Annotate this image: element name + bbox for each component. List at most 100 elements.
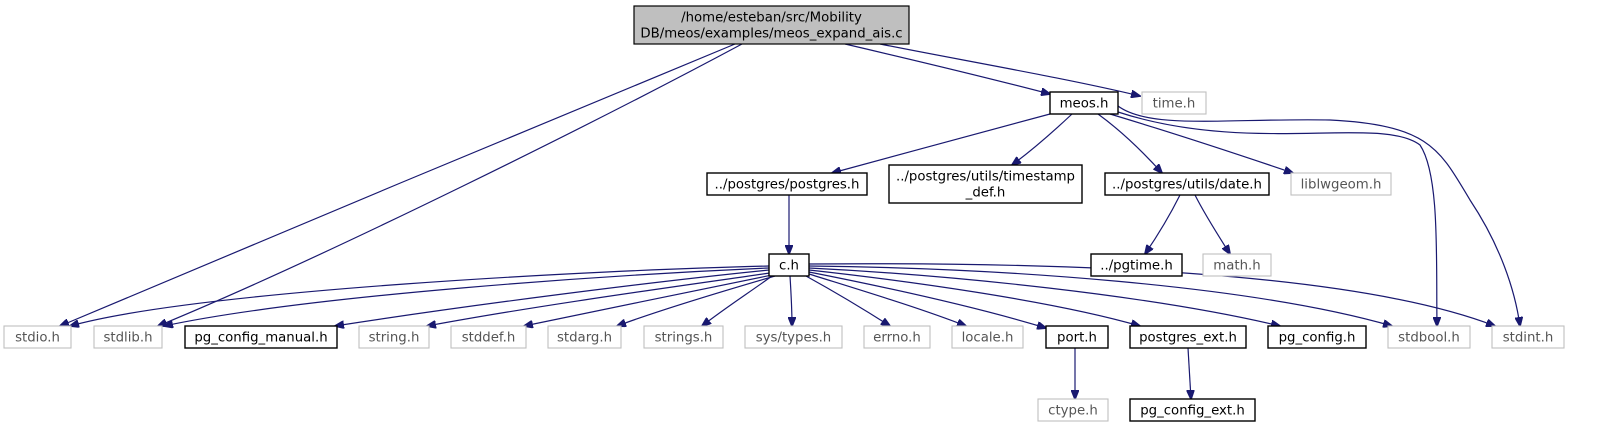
node-box-time-h	[1141, 91, 1207, 115]
node-label-postgres-ext-h: postgres_ext.h	[1139, 331, 1237, 346]
node-box-pg-config-manual-h	[184, 325, 338, 349]
node-label-root: DB/meos/examples/meos_expand_ais.c	[640, 27, 902, 42]
node-box-strings-h	[643, 325, 724, 349]
node-strings-h: strings.h	[643, 325, 724, 349]
node-label-pg-config-manual-h: pg_config_manual.h	[194, 331, 327, 346]
edge-c-h-to-stdio-h	[70, 265, 770, 326]
node-box-meos-h	[1049, 91, 1119, 115]
node-stdbool-h: stdbool.h	[1387, 325, 1471, 349]
node-label-stdlib-h: stdlib.h	[103, 331, 152, 346]
node-pg-config-ext-h[interactable]: pg_config_ext.h	[1129, 398, 1256, 422]
node-timestamp-def-h[interactable]: ../postgres/utils/timestamp_def.h	[888, 164, 1083, 204]
edge-date-h-to-math-h	[1194, 194, 1230, 254]
edge-meos-h-to-liblwgeom-h	[1109, 113, 1293, 173]
edge-date-h-to-pgtime-h	[1145, 194, 1181, 254]
node-box-c-h	[768, 253, 810, 277]
edge-meos-h-to-postgres-h	[832, 113, 1051, 173]
node-label-c-h: c.h	[779, 259, 799, 274]
node-postgres-h[interactable]: ../postgres/postgres.h	[706, 172, 868, 196]
node-ctype-h: ctype.h	[1037, 398, 1109, 422]
edge-meos-h-to-stdbool-h	[1117, 111, 1437, 326]
node-pg-config-h[interactable]: pg_config.h	[1267, 325, 1367, 349]
node-label-locale-h: locale.h	[962, 331, 1014, 346]
node-box-pgtime-h	[1090, 253, 1183, 277]
edge-c-h-to-string-h	[427, 272, 771, 326]
node-liblwgeom-h: liblwgeom.h	[1290, 172, 1392, 196]
node-box-liblwgeom-h	[1290, 172, 1392, 196]
node-box-stdarg-h	[547, 325, 622, 349]
node-label-port-h: port.h	[1057, 331, 1097, 346]
node-label-postgres-h: ../postgres/postgres.h	[715, 178, 860, 193]
node-box-postgres-h	[706, 172, 868, 196]
node-errno-h: errno.h	[863, 325, 931, 349]
node-root[interactable]: /home/esteban/src/MobilityDB/meos/exampl…	[633, 5, 910, 45]
node-label-timestamp-def-h: ../postgres/utils/timestamp	[896, 170, 1075, 185]
edge-c-h-to-stdbool-h	[808, 265, 1392, 326]
node-label-date-h: ../postgres/utils/date.h	[1112, 178, 1262, 193]
node-label-ctype-h: ctype.h	[1048, 404, 1098, 419]
node-box-stdint-h	[1491, 325, 1565, 349]
node-label-timestamp-def-h: _def.h	[965, 186, 1006, 201]
node-math-h: math.h	[1202, 253, 1272, 277]
node-box-pg-config-h	[1267, 325, 1367, 349]
edge-meos-h-to-date-h	[1097, 113, 1162, 173]
edge-c-h-to-stddef-h	[524, 274, 773, 326]
node-box-postgres-ext-h	[1129, 325, 1247, 349]
node-port-h[interactable]: port.h	[1045, 325, 1109, 349]
edge-meos-h-to-timestamp-def-h	[1012, 113, 1073, 165]
edge-c-h-to-strings-h	[702, 275, 773, 326]
node-stdio-h: stdio.h	[3, 325, 72, 349]
node-locale-h: locale.h	[951, 325, 1024, 349]
node-pg-config-manual-h[interactable]: pg_config_manual.h	[184, 325, 338, 349]
node-label-math-h: math.h	[1213, 259, 1260, 274]
edge-root-to-meos-h	[844, 43, 1050, 94]
edge-c-h-to-stdint-h	[808, 263, 1495, 326]
node-label-meos-h: meos.h	[1060, 97, 1109, 112]
node-label-errno-h: errno.h	[873, 331, 921, 346]
node-label-liblwgeom-h: liblwgeom.h	[1301, 178, 1382, 193]
edge-root-to-time-h	[879, 43, 1140, 96]
node-label-pg-config-ext-h: pg_config_ext.h	[1140, 404, 1245, 419]
node-box-sys-types-h	[744, 325, 843, 349]
node-label-stdbool-h: stdbool.h	[1398, 331, 1460, 346]
node-box-date-h	[1104, 172, 1270, 196]
node-date-h[interactable]: ../postgres/utils/date.h	[1104, 172, 1270, 196]
node-stdlib-h: stdlib.h	[93, 325, 163, 349]
edge-c-h-to-pg-config-manual-h	[335, 269, 770, 326]
node-postgres-ext-h[interactable]: postgres_ext.h	[1129, 325, 1247, 349]
node-pgtime-h[interactable]: ../pgtime.h	[1090, 253, 1183, 277]
edge-c-h-to-pg-config-h	[808, 267, 1280, 326]
node-box-stdlib-h	[93, 325, 163, 349]
node-label-root: /home/esteban/src/Mobility	[681, 11, 862, 26]
node-sys-types-h: sys/types.h	[744, 325, 843, 349]
edge-c-h-to-sys-types-h	[790, 275, 792, 326]
node-label-time-h: time.h	[1153, 97, 1196, 112]
node-box-port-h	[1045, 325, 1109, 349]
node-label-stddef-h: stddef.h	[462, 331, 516, 346]
node-box-root	[633, 5, 910, 45]
edge-c-h-to-port-h	[808, 271, 1046, 328]
node-time-h: time.h	[1141, 91, 1207, 115]
node-box-math-h	[1202, 253, 1272, 277]
node-box-ctype-h	[1037, 398, 1109, 422]
node-c-h[interactable]: c.h	[768, 253, 810, 277]
node-stddef-h: stddef.h	[450, 325, 527, 349]
edge-root-to-stdlib-h	[158, 43, 743, 326]
edge-c-h-to-errno-h	[805, 275, 890, 326]
edge-c-h-to-locale-h	[808, 273, 966, 326]
node-label-strings-h: strings.h	[655, 331, 713, 346]
node-box-stddef-h	[450, 325, 527, 349]
node-box-locale-h	[951, 325, 1024, 349]
node-box-timestamp-def-h	[888, 164, 1083, 204]
edge-c-h-to-postgres-ext-h	[808, 269, 1140, 326]
node-box-stdio-h	[3, 325, 72, 349]
node-box-pg-config-ext-h	[1129, 398, 1256, 422]
node-label-pg-config-h: pg_config.h	[1279, 331, 1356, 346]
node-box-errno-h	[863, 325, 931, 349]
edge-layer	[60, 43, 1520, 399]
edge-meos-h-to-stdint-h	[1117, 105, 1520, 326]
node-meos-h[interactable]: meos.h	[1049, 91, 1119, 115]
node-stdarg-h: stdarg.h	[547, 325, 622, 349]
node-label-string-h: string.h	[369, 331, 420, 346]
